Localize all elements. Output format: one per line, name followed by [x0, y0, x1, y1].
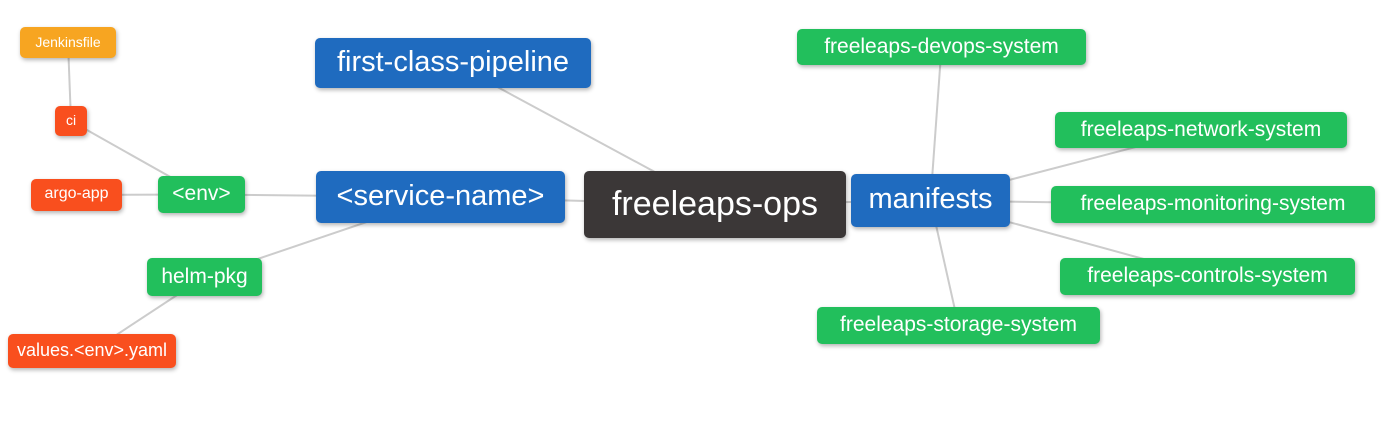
- node-freeleaps-network-system[interactable]: freeleaps-network-system: [1055, 112, 1347, 148]
- node-manifests[interactable]: manifests: [851, 174, 1010, 227]
- node-argo-app[interactable]: argo-app: [31, 179, 122, 211]
- node-ci[interactable]: ci: [55, 106, 87, 136]
- node-service-name[interactable]: <service-name>: [316, 171, 565, 223]
- node-freeleaps-controls-system[interactable]: freeleaps-controls-system: [1060, 258, 1355, 295]
- node-first-class-pipeline[interactable]: first-class-pipeline: [315, 38, 591, 88]
- node-jenkinsfile[interactable]: Jenkinsfile: [20, 27, 116, 58]
- node-freeleaps-monitoring-system[interactable]: freeleaps-monitoring-system: [1051, 186, 1375, 223]
- node-freeleaps-storage-system[interactable]: freeleaps-storage-system: [817, 307, 1100, 344]
- node-helm-pkg[interactable]: helm-pkg: [147, 258, 262, 296]
- node-env[interactable]: <env>: [158, 176, 245, 213]
- node-freeleaps-devops-system[interactable]: freeleaps-devops-system: [797, 29, 1086, 65]
- node-values-env-yaml[interactable]: values.<env>.yaml: [8, 334, 176, 368]
- node-freeleaps-ops[interactable]: freeleaps-ops: [584, 171, 846, 238]
